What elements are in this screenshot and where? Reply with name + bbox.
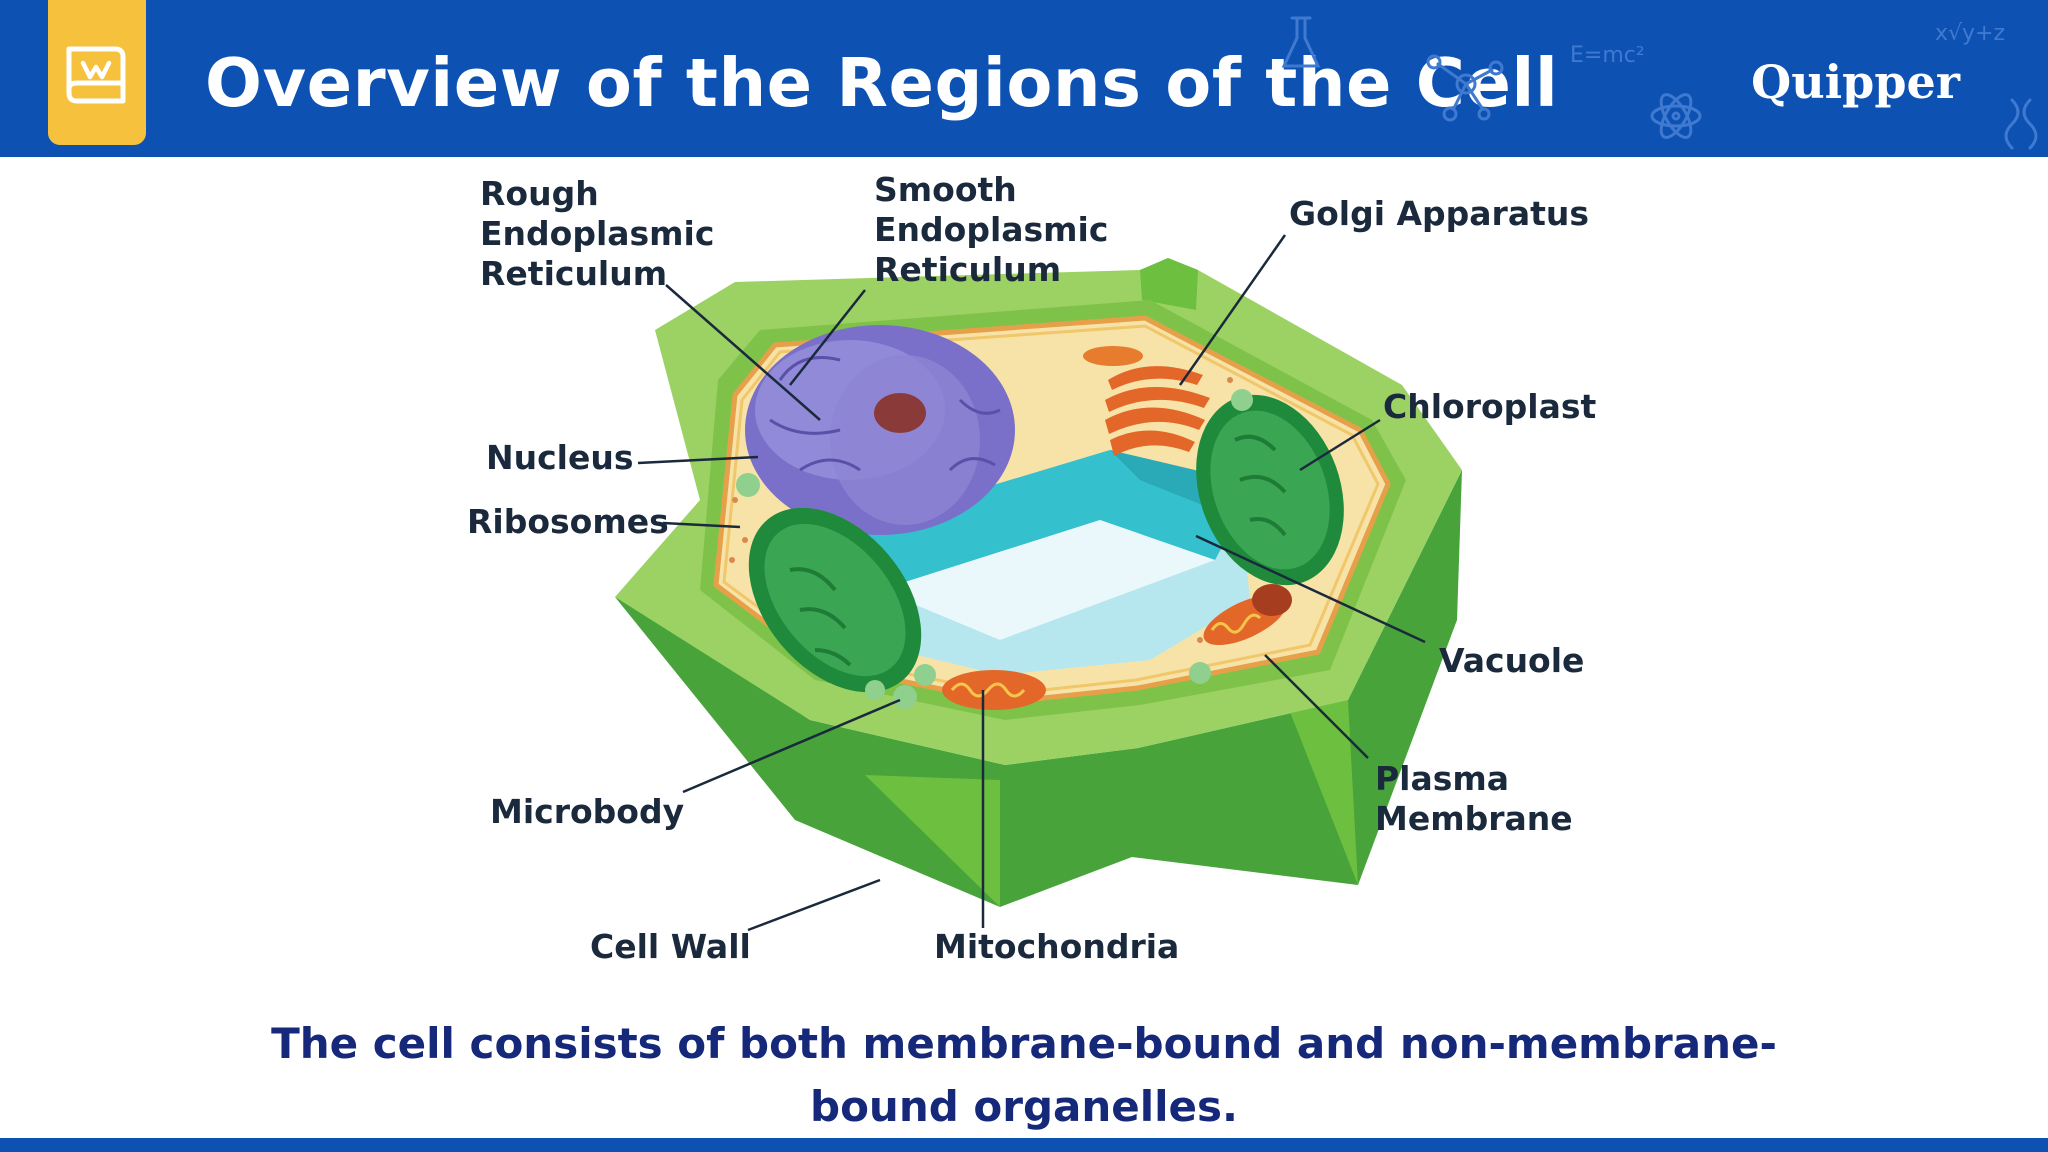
atom-icon xyxy=(1650,93,1702,139)
label-rough-er: Rough Endoplasmic Reticulum xyxy=(480,174,715,293)
header-bar: Overview of the Regions of the Cell xyxy=(0,0,2048,157)
quipper-logo: Quipper xyxy=(1751,55,1960,109)
label-smooth-er: Smooth Endoplasmic Reticulum xyxy=(874,170,1109,289)
footer-bar xyxy=(0,1138,2048,1152)
page-title: Overview of the Regions of the Cell xyxy=(205,44,1559,122)
cell-wall-side xyxy=(615,470,1462,907)
svg-text:x√y+z: x√y+z xyxy=(1935,21,2005,46)
dna-icon xyxy=(2004,98,2038,150)
plant-cell-illustration xyxy=(615,234,1462,932)
book-icon xyxy=(66,46,126,104)
book-badge xyxy=(48,0,146,145)
chloroplast-left xyxy=(748,507,922,693)
label-vacuole: Vacuole xyxy=(1439,641,1585,680)
header-decoration: E=mc² x√y+z xyxy=(1281,16,2038,150)
label-ribosomes: Ribosomes xyxy=(467,502,669,541)
mitochondria-shape xyxy=(942,584,1292,710)
label-chloroplast: Chloroplast xyxy=(1383,387,1597,426)
chloroplast-right xyxy=(1196,394,1344,586)
label-plasma-membrane: Plasma Membrane xyxy=(1375,759,1573,838)
label-mitochondria: Mitochondria xyxy=(934,927,1180,966)
label-microbody: Microbody xyxy=(490,792,685,831)
svg-text:E=mc²: E=mc² xyxy=(1570,43,1645,68)
flask-icon xyxy=(1281,16,1321,68)
label-nucleus: Nucleus xyxy=(486,438,634,477)
golgi-shape xyxy=(1083,346,1210,456)
label-golgi-apparatus: Golgi Apparatus xyxy=(1289,194,1589,233)
label-cell-wall: Cell Wall xyxy=(590,927,751,966)
nucleus-shape xyxy=(745,325,1015,535)
microbody-shapes xyxy=(736,389,1253,709)
molecule-icon xyxy=(1426,54,1504,122)
caption-text: The cell consists of both membrane-bound… xyxy=(271,1019,1777,1131)
leader-lines xyxy=(637,234,1426,932)
